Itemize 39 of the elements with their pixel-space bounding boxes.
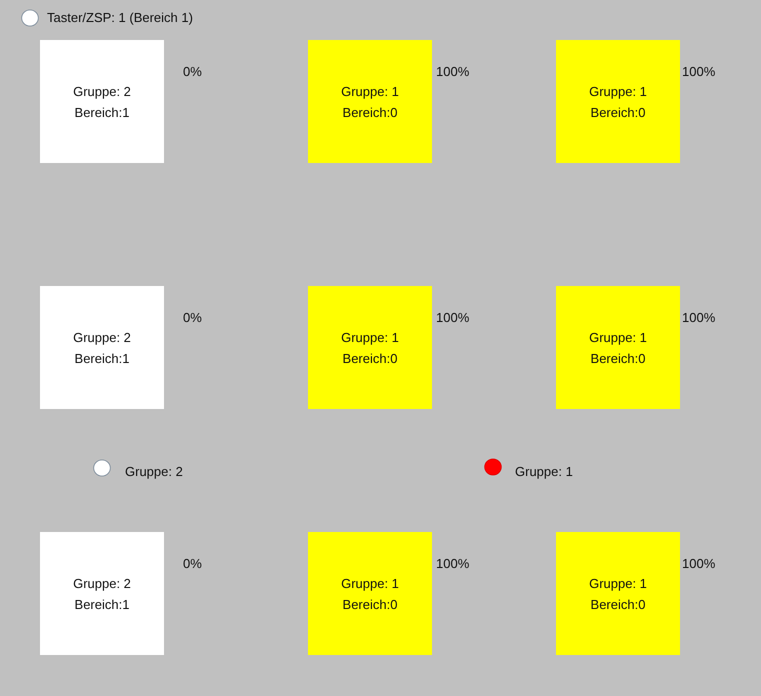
tile-text: Bereich:0 [342,104,398,122]
group-tile [556,286,680,409]
tile-text: Gruppe: 2 [73,328,131,347]
percent-value: 100% [682,64,716,79]
status-label: Taster/ZSP: 1 (Bereich 1) [47,10,193,25]
tile-text: Gruppe: 2 [73,574,131,593]
group-tile [40,532,164,655]
group-tile [40,286,164,409]
tile-text: Bereich:1 [74,596,130,614]
percent-value: 0% [183,556,202,571]
group-tile [308,40,432,163]
percent-value: 100% [682,556,716,571]
status-label: Gruppe: 1 [515,464,573,479]
percent-value: 100% [436,310,470,325]
percent-value: 100% [682,310,716,325]
tile-text: Gruppe: 1 [341,574,399,593]
tile-text: Bereich:0 [590,104,646,122]
tile-text: Gruppe: 1 [341,328,399,347]
percent-value: 0% [183,310,202,325]
status-label: Gruppe: 2 [125,464,183,479]
group-tile [40,40,164,163]
percent-value: 100% [436,556,470,571]
group-tile [308,532,432,655]
tile-text: Bereich:1 [74,104,130,122]
tile-text: Bereich:1 [74,350,130,368]
group-tile [308,286,432,409]
group-tile [556,40,680,163]
tile-text: Bereich:0 [590,350,646,368]
tile-text: Bereich:0 [590,596,646,614]
percent-value: 100% [436,64,470,79]
tile-text: Gruppe: 1 [341,82,399,101]
tile-text: Gruppe: 1 [589,574,647,593]
tile-text: Bereich:0 [342,596,398,614]
tile-text: Gruppe: 1 [589,82,647,101]
tile-text: Bereich:0 [342,350,398,368]
group-tile [556,532,680,655]
tile-text: Gruppe: 1 [589,328,647,347]
percent-value: 0% [183,64,202,79]
tile-text: Gruppe: 2 [73,82,131,101]
